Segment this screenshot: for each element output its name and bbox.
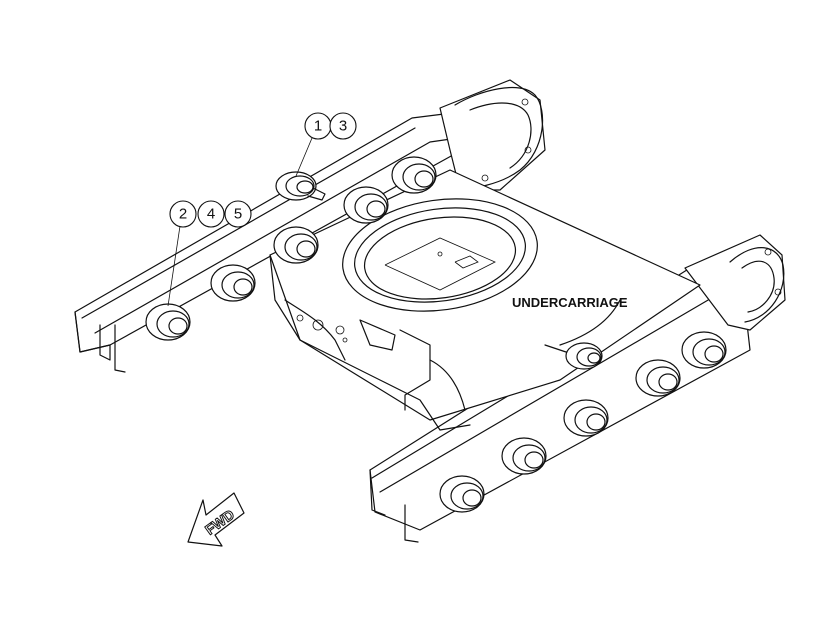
svg-text:3: 3 <box>339 118 347 135</box>
track-roller-l3 <box>273 226 319 264</box>
undercarriage-label: UNDERCARRIAGE <box>512 295 628 310</box>
leader-lines <box>167 137 313 307</box>
roller-group <box>145 156 727 513</box>
track-roller-l4 <box>343 186 389 224</box>
svg-text:5: 5 <box>234 206 242 223</box>
svg-text:4: 4 <box>207 206 215 223</box>
track-roller-r3 <box>563 399 609 437</box>
track-roller-r2 <box>501 437 547 475</box>
track-roller-r5 <box>681 331 727 369</box>
callout-3: 3 <box>329 112 357 140</box>
track-roller-r1 <box>439 475 485 513</box>
left-track-frame <box>74 79 546 373</box>
callout-4: 4 <box>197 200 225 228</box>
track-roller-l5 <box>391 156 437 194</box>
track-roller-l1 <box>145 303 191 341</box>
carrier-roller-top <box>275 171 326 201</box>
track-roller-r4 <box>635 359 681 397</box>
callout-5: 5 <box>224 200 252 228</box>
track-roller-l2 <box>210 264 256 302</box>
carrier-roller-right <box>544 342 603 370</box>
callout-2: 2 <box>169 200 197 228</box>
svg-text:2: 2 <box>179 206 187 223</box>
svg-text:1: 1 <box>314 118 322 135</box>
fwd-arrow-icon: FWD <box>187 492 245 547</box>
callout-1: 1 <box>304 112 332 140</box>
